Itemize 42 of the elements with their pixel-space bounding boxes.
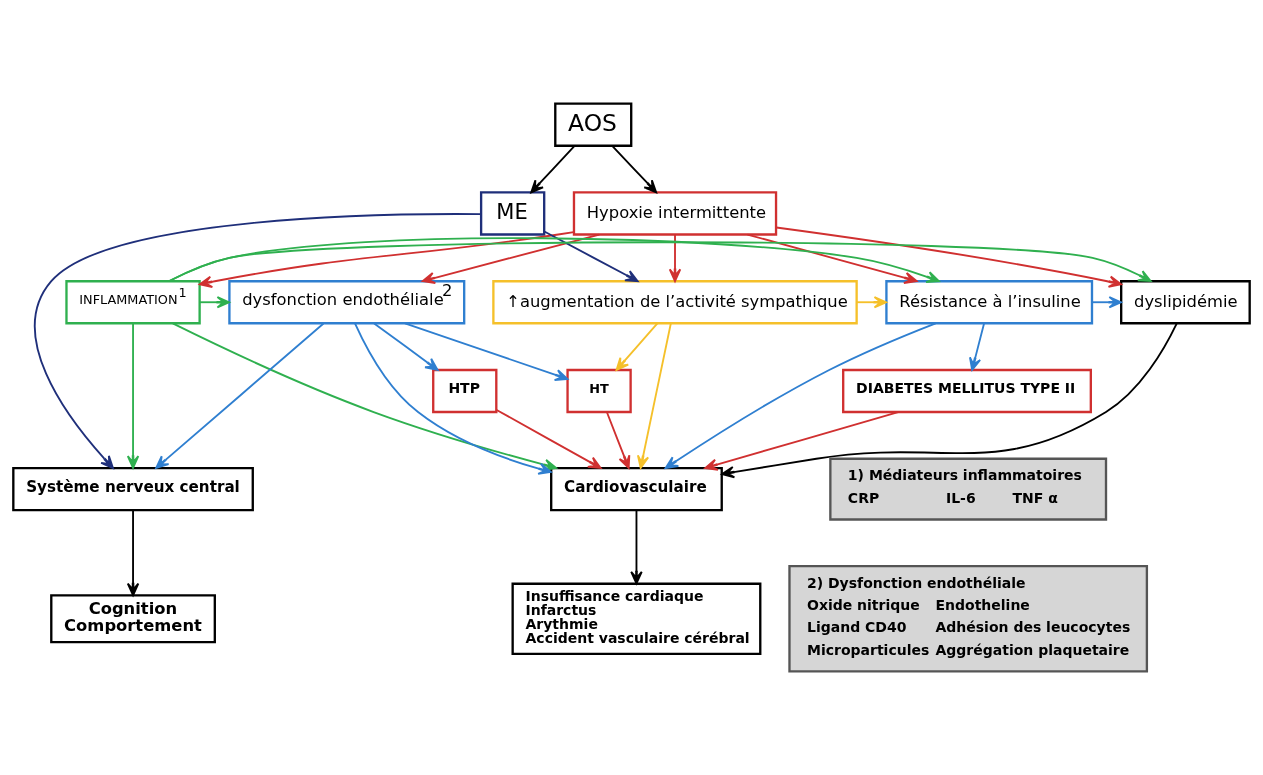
- node-box: HTP: [432, 368, 498, 414]
- arrow: [630, 509, 643, 585]
- arrow: [373, 322, 439, 371]
- node-box: Système nerveux central: [12, 466, 254, 512]
- arrow: [530, 144, 576, 194]
- arrow: [775, 226, 1122, 288]
- arrow: [611, 144, 658, 194]
- node-box: ↑augmentation de l’activité sympathique: [492, 280, 858, 325]
- arrow: [721, 322, 1178, 479]
- node-box: Hypoxie intermittente: [572, 191, 778, 236]
- node-box: Cardiovasculaire: [550, 466, 723, 512]
- arrow: [668, 233, 682, 283]
- arrow: [404, 322, 569, 382]
- arrow: [606, 411, 631, 469]
- node-box: Insuffisance cardiaque Infarctus Arythmie Accident vasculaire cérébral: [511, 582, 762, 655]
- arrow: [969, 322, 985, 371]
- node-box: HT: [566, 368, 632, 414]
- node-box: DIABETES MELLITUS TYPE II: [842, 368, 1092, 414]
- arrow: [664, 322, 937, 469]
- arrow: [126, 509, 140, 597]
- arrow: [354, 322, 552, 475]
- arrow: [746, 233, 918, 284]
- arrow: [636, 322, 672, 469]
- arrow: [168, 241, 1152, 282]
- arrow: [33, 213, 483, 469]
- arrow: [543, 230, 639, 283]
- node-box: ME: [479, 191, 546, 236]
- arrow: [155, 322, 325, 469]
- node-box: AOS: [554, 102, 633, 147]
- arrow: [855, 296, 888, 309]
- arrow: [421, 233, 601, 285]
- arrow: [704, 411, 900, 471]
- arrow: [126, 322, 140, 469]
- node-box: 1) Médiateurs inflammatoires CRP IL-6 TNF α: [829, 457, 1108, 521]
- arrow: [615, 322, 659, 371]
- arrow: [198, 231, 575, 288]
- node-box: Résistance à l’insuline: [885, 280, 1094, 325]
- arrow: [198, 296, 231, 309]
- node-box: 2) Dysfonction endothéliale Oxide nitrique Endotheline Ligand CD40 Adhésion des leucocytes Microparticules Aggrégation plaquetaire: [788, 565, 1149, 673]
- node-box: dyslipidémie: [1120, 280, 1251, 325]
- arrow: [1091, 296, 1122, 309]
- node-box: Cognition Comportement: [50, 594, 216, 644]
